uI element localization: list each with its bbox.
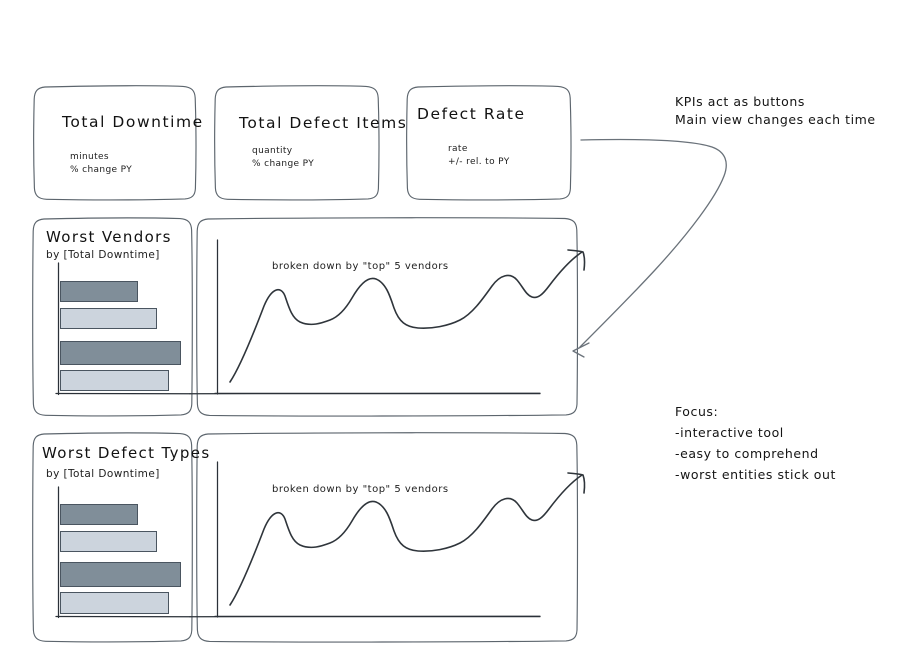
chart-note-defect-types-trend: broken down by "top" 5 vendors: [272, 484, 449, 495]
kpi-metrics-total-defect-items: quantity % change PY: [252, 146, 315, 169]
panel-worst-vendors-outline: [32, 217, 193, 417]
defect-types-trend-line: [229, 472, 586, 606]
kpi-metrics-total-downtime: minutes % change PY: [70, 152, 133, 175]
kpi-card-total-defect-items-outline: [214, 85, 380, 201]
bar-vendor-3[interactable]: [60, 341, 181, 365]
panel-subtitle-worst-defect-types: by [Total Downtime]: [46, 468, 160, 480]
panel-title-worst-defect-types: Worst Defect Types: [42, 444, 211, 462]
defect-types-trend-axes: [214, 461, 541, 618]
annotation-focus-item-2: -worst entities stick out: [675, 467, 836, 482]
bar-vendor-4[interactable]: [60, 370, 169, 391]
kpi-title-total-downtime[interactable]: Total Downtime: [62, 113, 204, 131]
bar-defect-3[interactable]: [60, 562, 181, 587]
kpi-title-defect-rate[interactable]: Defect Rate: [417, 105, 526, 123]
kpi-card-total-downtime-outline: [33, 85, 197, 201]
panel-worst-defect-types-outline: [32, 432, 193, 643]
kpi-to-mainview-arrow: [572, 138, 727, 358]
annotation-focus-heading: Focus:: [675, 404, 719, 419]
trend-arrow-head: [567, 249, 586, 271]
arrow-head: [572, 342, 590, 358]
annotation-focus-item-0: -interactive tool: [675, 425, 784, 440]
kpi-card-defect-rate-outline: [406, 85, 572, 201]
chart-note-vendors-trend: broken down by "top" 5 vendors: [272, 261, 449, 272]
bar-vendor-2[interactable]: [60, 308, 157, 329]
panel-defect-types-trend-outline: [196, 432, 579, 643]
annotation-focus-item-1: -easy to comprehend: [675, 446, 819, 461]
kpi-title-total-defect-items[interactable]: Total Defect Items: [239, 114, 408, 132]
bar-defect-4[interactable]: [60, 592, 169, 614]
panel-subtitle-worst-vendors: by [Total Downtime]: [46, 249, 160, 261]
bar-defect-1[interactable]: [60, 504, 138, 525]
annotation-kpi-buttons: KPIs act as buttons Main view changes ea…: [675, 94, 876, 127]
bar-defect-2[interactable]: [60, 531, 157, 552]
kpi-metrics-defect-rate: rate +/- rel. to PY: [448, 144, 510, 167]
worst-vendors-axes: [55, 262, 191, 396]
vendors-trend-line: [229, 249, 586, 383]
trend-arrow-head: [567, 472, 586, 494]
bar-vendor-1[interactable]: [60, 281, 138, 302]
vendors-trend-axes: [214, 239, 541, 395]
worst-defect-types-axes: [55, 486, 191, 619]
panel-title-worst-vendors: Worst Vendors: [46, 228, 172, 246]
panel-vendors-trend-outline: [196, 217, 579, 417]
